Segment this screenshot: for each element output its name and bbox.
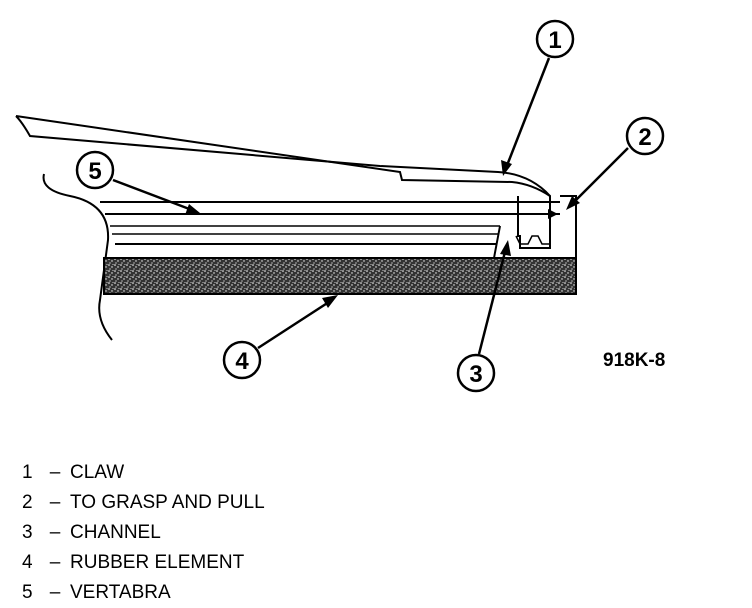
callout-circle-3 — [456, 353, 496, 393]
callout-number-2: 2 — [638, 124, 651, 151]
cut-line — [42, 173, 113, 341]
claw-outline — [15, 115, 551, 249]
leader-5 — [112, 178, 193, 212]
callout-circle-1 — [535, 19, 575, 59]
callout-circle-4 — [222, 340, 262, 380]
legend-item: 3–CHANNEL — [22, 518, 265, 548]
legend-separator: – — [49, 582, 61, 603]
callout-number-5: 5 — [88, 158, 101, 185]
legend-item: 4–RUBBER ELEMENT — [22, 548, 265, 578]
arrowhead-channel-end — [548, 209, 558, 219]
legend-label: VERTABRA — [70, 582, 171, 603]
callout-circle-5 — [75, 150, 115, 190]
arrowhead-1 — [501, 160, 512, 176]
arrowhead-2 — [566, 196, 580, 210]
legend-separator: – — [49, 492, 61, 513]
legend-separator: – — [49, 462, 61, 483]
callout-circle-2 — [625, 116, 665, 156]
leader-2 — [571, 147, 629, 205]
legend-number: 2 — [22, 492, 33, 513]
legend-item: 2–TO GRASP AND PULL — [22, 488, 265, 518]
callout-number-3: 3 — [469, 361, 482, 388]
wiper-blade-diagram: 1 2 3 4 5 — [15, 19, 665, 393]
legend-item: 1–CLAW — [22, 458, 265, 488]
leader-3 — [477, 247, 508, 355]
channel-notch — [515, 235, 550, 245]
legend-separator: – — [49, 522, 61, 543]
legend-number: 4 — [22, 552, 33, 573]
legend-item: 5–VERTABRA — [22, 578, 265, 608]
legend-separator: – — [49, 552, 61, 573]
callout-number-1: 1 — [548, 27, 561, 54]
legend-label: TO GRASP AND PULL — [70, 492, 265, 513]
legend-label: CLAW — [70, 462, 125, 483]
leader-4 — [257, 298, 333, 350]
leader-1 — [504, 57, 551, 169]
vertebra-end — [493, 225, 501, 259]
legend-number: 3 — [22, 522, 33, 543]
arrowhead-3 — [500, 240, 511, 256]
legend-number: 5 — [22, 582, 33, 603]
figure-code: 918K-8 — [603, 350, 666, 371]
blade-top-curve — [15, 115, 551, 197]
legend: 1–CLAW 2–TO GRASP AND PULL 3–CHANNEL 4–R… — [22, 458, 265, 608]
arrowhead-4 — [322, 295, 338, 308]
legend-label: RUBBER ELEMENT — [70, 552, 245, 573]
legend-number: 1 — [22, 462, 33, 483]
callout-number-4: 4 — [235, 348, 249, 375]
rubber-element — [103, 257, 577, 295]
legend-label: CHANNEL — [70, 522, 161, 543]
arrowhead-5 — [185, 204, 200, 215]
